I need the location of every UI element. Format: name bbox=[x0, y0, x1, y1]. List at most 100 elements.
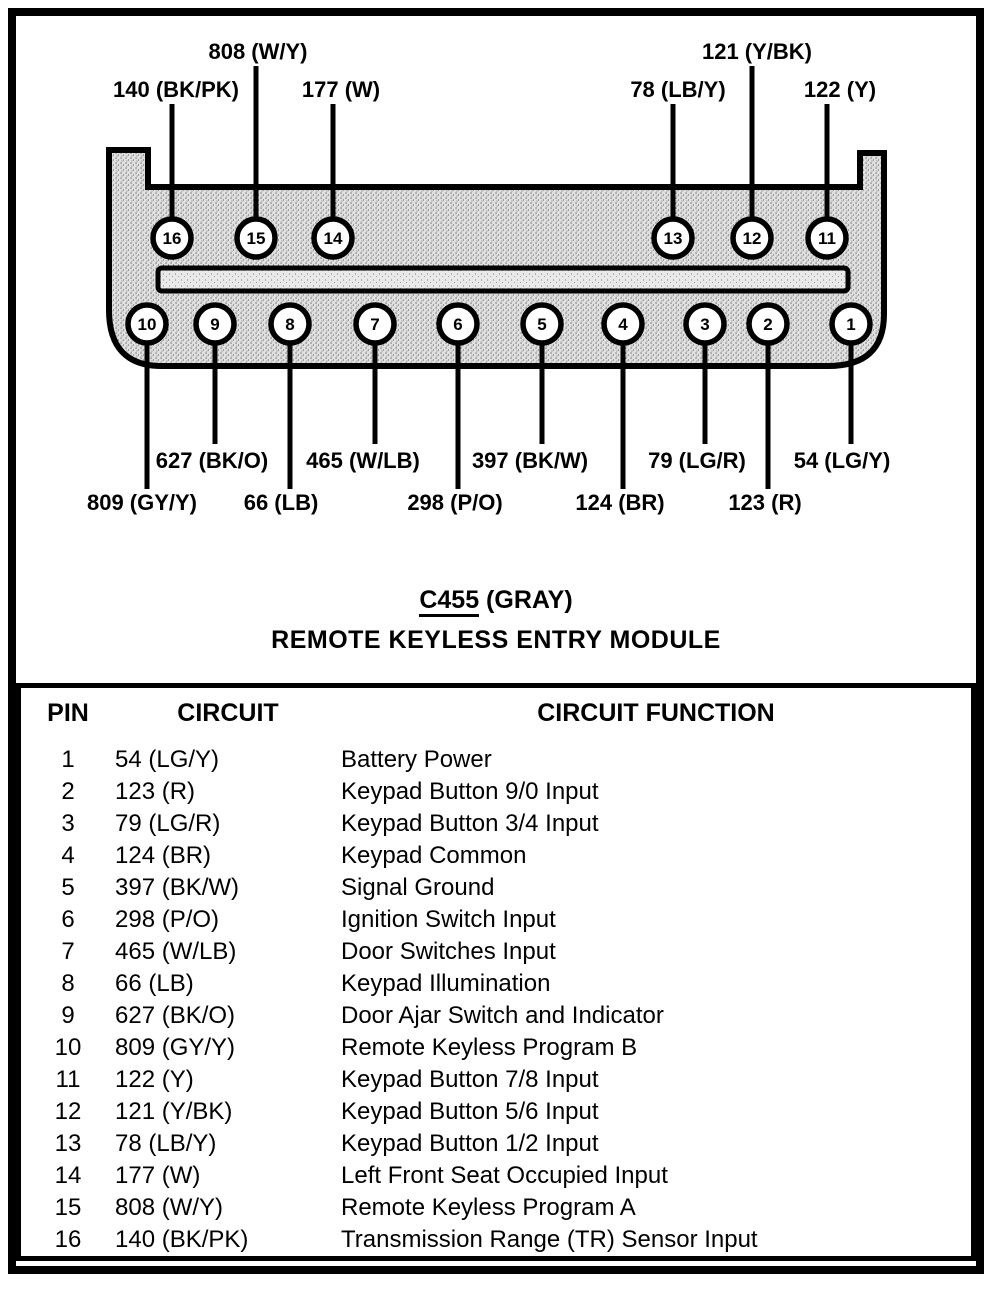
table-row: 7 465 (W/LB) Door Switches Input bbox=[19, 936, 974, 968]
cell-pin: 4 bbox=[61, 842, 75, 869]
pin-3-marker bbox=[683, 302, 727, 346]
wire-label-177: 177 (W) bbox=[302, 77, 380, 102]
cell-pin: 13 bbox=[54, 1130, 82, 1157]
table-row: 5 397 (BK/W) Signal Ground bbox=[19, 872, 974, 904]
cell-pin: 14 bbox=[54, 1162, 82, 1189]
cell-pin: 15 bbox=[54, 1194, 82, 1221]
pin-11-marker bbox=[805, 216, 849, 260]
pin-15-number: 15 bbox=[247, 229, 266, 248]
wire-label-79: 79 (LG/R) bbox=[648, 448, 746, 473]
pin-8-number: 8 bbox=[285, 315, 294, 334]
cell-function: Remote Keyless Program A bbox=[341, 1194, 636, 1221]
pin-13-number: 13 bbox=[664, 229, 683, 248]
cell-function: Battery Power bbox=[341, 746, 492, 773]
table-row: 1 54 (LG/Y) Battery Power bbox=[19, 738, 974, 776]
cell-function: Keypad Button 3/4 Input bbox=[341, 810, 599, 837]
cell-circuit: 627 (BK/O) bbox=[115, 1002, 236, 1029]
cell-pin: 9 bbox=[61, 1002, 75, 1029]
pin-12-marker bbox=[730, 216, 774, 260]
pin-1-marker bbox=[829, 302, 873, 346]
wire-label-54: 54 (LG/Y) bbox=[794, 448, 891, 473]
cell-pin: 5 bbox=[61, 874, 75, 901]
pin-11-number: 11 bbox=[818, 229, 836, 248]
table-row: 9 627 (BK/O) Door Ajar Switch and Indica… bbox=[19, 1000, 974, 1032]
cell-pin: 1 bbox=[61, 746, 75, 773]
table-row: 10 809 (GY/Y) Remote Keyless Program B bbox=[19, 1032, 974, 1064]
pin-6-number: 6 bbox=[453, 315, 462, 334]
pin-10-marker bbox=[125, 302, 169, 346]
cell-circuit: 66 (LB) bbox=[115, 970, 194, 997]
cell-function: Left Front Seat Occupied Input bbox=[341, 1162, 668, 1189]
wire-label-124: 124 (BR) bbox=[575, 490, 664, 515]
pin-14-marker bbox=[311, 216, 355, 260]
connector-title: C455 (GRAY) bbox=[16, 586, 976, 617]
cell-pin: 6 bbox=[61, 906, 75, 933]
table-row: 11 122 (Y) Keypad Button 7/8 Input bbox=[19, 1064, 974, 1096]
cell-function: Transmission Range (TR) Sensor Input bbox=[341, 1226, 758, 1253]
wire-label-140: 140 (BK/PK) bbox=[113, 77, 239, 102]
cell-function: Keypad Button 9/0 Input bbox=[341, 778, 599, 805]
pin-12-number: 12 bbox=[743, 229, 762, 248]
table-row: 3 79 (LG/R) Keypad Button 3/4 Input bbox=[19, 808, 974, 840]
wire-label-627: 627 (BK/O) bbox=[156, 448, 268, 473]
cell-function: Keypad Illumination bbox=[341, 970, 551, 997]
cell-pin: 8 bbox=[61, 970, 75, 997]
table-row: 15 808 (W/Y) Remote Keyless Program A bbox=[19, 1192, 974, 1224]
pin-5-number: 5 bbox=[537, 315, 546, 334]
cell-circuit: 79 (LG/R) bbox=[115, 810, 221, 837]
pin-4-number: 4 bbox=[618, 315, 628, 334]
cell-function: Door Ajar Switch and Indicator bbox=[341, 1002, 664, 1029]
header-row: PIN CIRCUIT CIRCUIT FUNCTION bbox=[19, 686, 974, 739]
table-row: 14 177 (W) Left Front Seat Occupied Inpu… bbox=[19, 1160, 974, 1192]
cell-function: Remote Keyless Program B bbox=[341, 1034, 638, 1061]
cell-pin: 2 bbox=[61, 778, 75, 805]
col-header-pin: PIN bbox=[47, 698, 89, 727]
pin-9-number: 9 bbox=[210, 315, 219, 334]
connector-diagram: 16 15 14 13 12 11 10 9 8 7 6 5 4 3 2 1 1… bbox=[87, 39, 891, 515]
pin-3-number: 3 bbox=[700, 315, 709, 334]
cell-function: Keypad Button 7/8 Input bbox=[341, 1066, 599, 1093]
col-header-circuit-function: CIRCUIT FUNCTION bbox=[537, 698, 775, 727]
wire-label-808: 808 (W/Y) bbox=[208, 39, 307, 64]
cell-pin: 7 bbox=[61, 938, 75, 965]
wire-label-123: 123 (R) bbox=[728, 490, 801, 515]
cell-function: Door Switches Input bbox=[341, 938, 556, 965]
wire-label-78: 78 (LB/Y) bbox=[630, 77, 725, 102]
cell-function: Signal Ground bbox=[341, 874, 495, 901]
pin-5-marker bbox=[520, 302, 564, 346]
cell-circuit: 121 (Y/BK) bbox=[115, 1098, 233, 1125]
module-name: REMOTE KEYLESS ENTRY MODULE bbox=[271, 626, 721, 654]
wire-label-465: 465 (W/LB) bbox=[306, 448, 420, 473]
cell-circuit: 122 (Y) bbox=[115, 1066, 194, 1093]
cell-circuit: 465 (W/LB) bbox=[115, 938, 237, 965]
wire-label-122: 122 (Y) bbox=[804, 77, 876, 102]
connector-slot bbox=[155, 265, 851, 294]
wire-label-66: 66 (LB) bbox=[244, 490, 319, 515]
pin-15-marker bbox=[234, 216, 278, 260]
cell-circuit: 298 (P/O) bbox=[115, 906, 220, 933]
table-row: 6 298 (P/O) Ignition Switch Input bbox=[19, 904, 974, 936]
cell-circuit: 809 (GY/Y) bbox=[115, 1034, 236, 1061]
cell-pin: 10 bbox=[54, 1034, 82, 1061]
pin-7-marker bbox=[353, 302, 397, 346]
pin-8-marker bbox=[268, 302, 312, 346]
cell-pin: 12 bbox=[54, 1098, 82, 1125]
pin-2-marker bbox=[746, 302, 790, 346]
pin-16-marker bbox=[150, 216, 194, 260]
pin-10-number: 10 bbox=[138, 315, 157, 334]
pin-14-number: 14 bbox=[324, 229, 343, 248]
pin-2-number: 2 bbox=[763, 315, 772, 334]
cell-function: Keypad Common bbox=[341, 842, 527, 869]
pinout-table: PIN CIRCUIT CIRCUIT FUNCTION 1 54 (LG/Y)… bbox=[16, 683, 976, 1261]
connector-id: C455 bbox=[419, 586, 480, 617]
table-row: 2 123 (R) Keypad Button 9/0 Input bbox=[19, 776, 974, 808]
cell-circuit: 177 (W) bbox=[115, 1162, 201, 1189]
pin-9-marker bbox=[193, 302, 237, 346]
table-row: 8 66 (LB) Keypad Illumination bbox=[19, 968, 974, 1000]
cell-circuit: 124 (BR) bbox=[115, 842, 212, 869]
table-row: 13 78 (LB/Y) Keypad Button 1/2 Input bbox=[19, 1128, 974, 1160]
connector-color: (GRAY) bbox=[479, 586, 573, 614]
wire-label-298: 298 (P/O) bbox=[407, 490, 502, 515]
table-row: 12 121 (Y/BK) Keypad Button 5/6 Input bbox=[19, 1096, 974, 1128]
pin-13-marker bbox=[651, 216, 695, 260]
